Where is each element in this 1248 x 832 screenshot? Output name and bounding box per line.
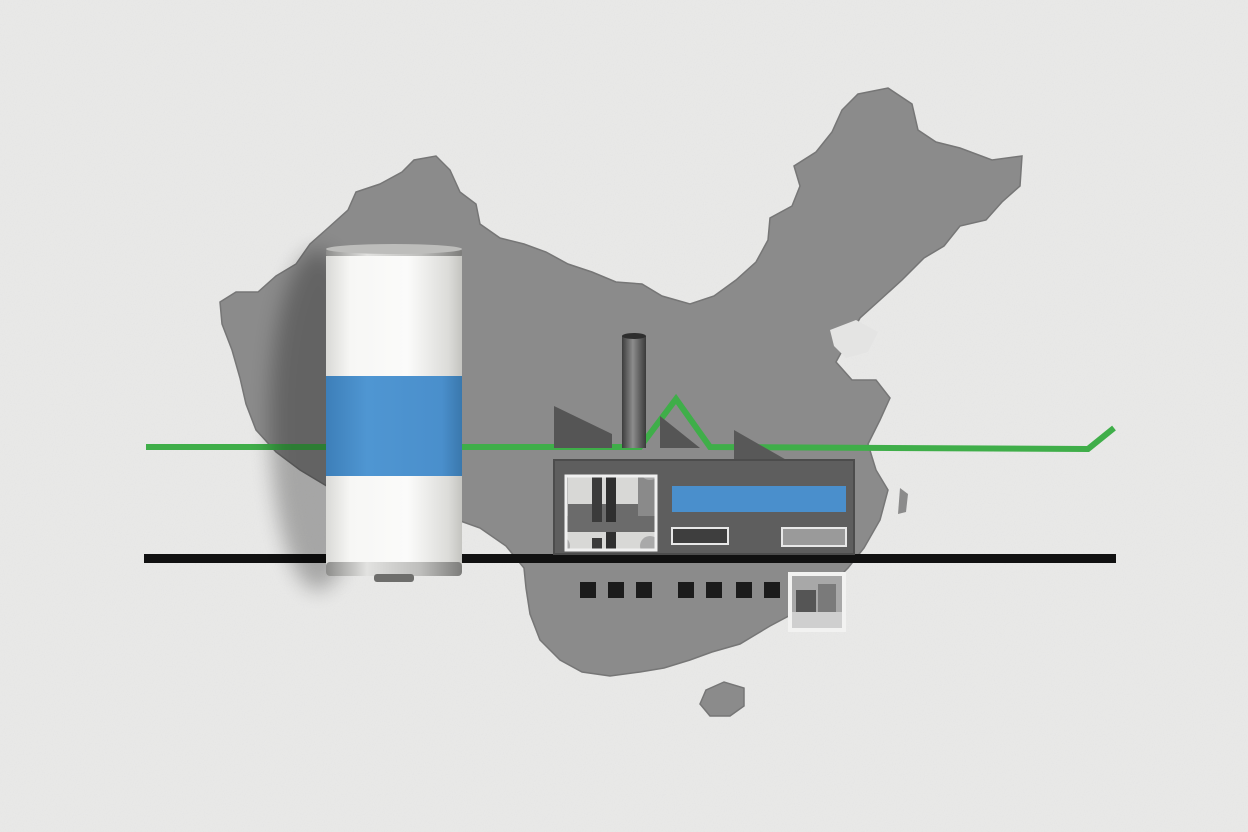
factory-blue-panel	[672, 486, 846, 512]
photo-tile-icon	[788, 572, 846, 632]
square-markers	[580, 582, 780, 598]
green-trend-line	[146, 393, 1116, 453]
battery-blue-band	[326, 376, 462, 476]
battery-icon	[326, 244, 462, 582]
factory-panel-photo	[781, 527, 847, 547]
factory-panel-small	[671, 527, 729, 545]
factory-icon	[553, 333, 855, 555]
black-line	[144, 554, 1116, 563]
photo-tile-icon	[564, 474, 658, 552]
chimney-icon	[622, 336, 646, 448]
